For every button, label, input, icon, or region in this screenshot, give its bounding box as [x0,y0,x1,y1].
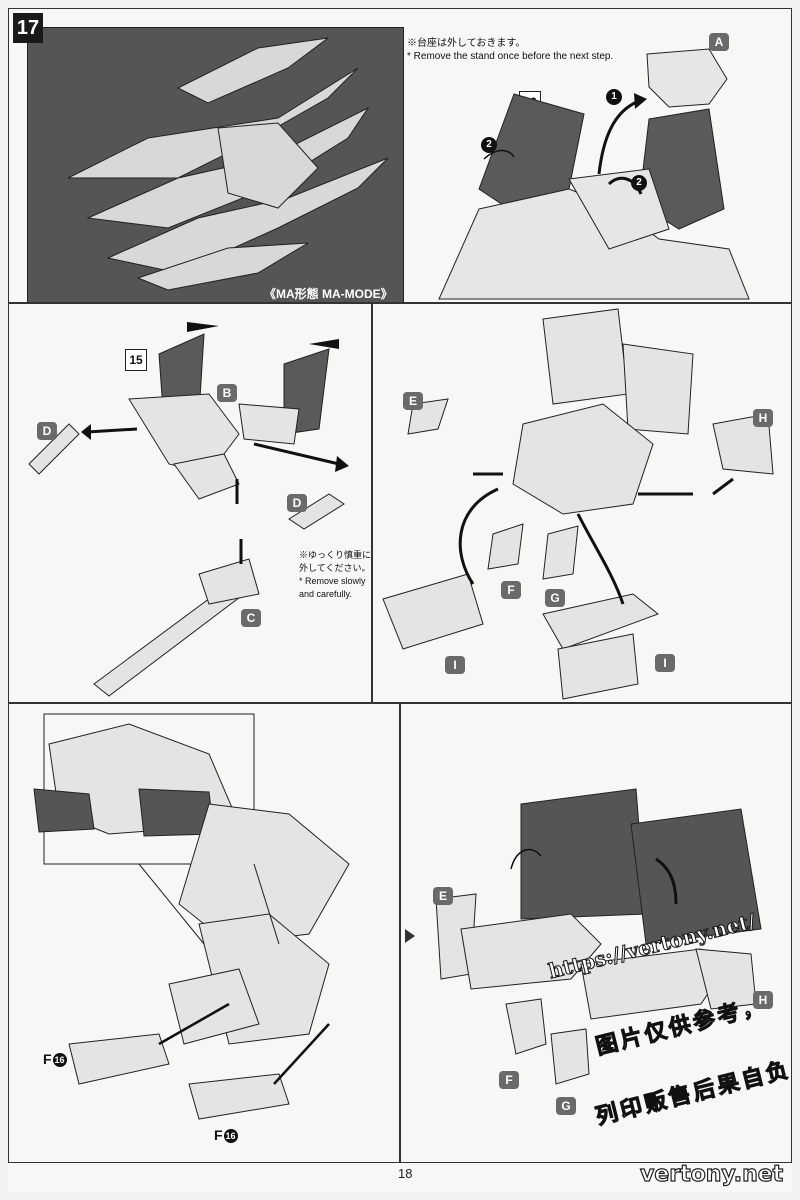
part-label-g: G [545,589,565,607]
part-label-i-left: I [445,656,465,674]
step-15-panel: 15 B D D C ※ [8,303,372,703]
part-label-a: A [709,33,729,51]
part-label-e: E [403,392,423,410]
step-number: 17 [13,13,43,43]
sequence-1: 1 [606,89,622,105]
watermark-footer: vertony.net [639,1161,784,1187]
part-label-g-assembly: G [556,1097,576,1115]
part-label-h: H [753,409,773,427]
part-label-i-right: I [655,654,675,672]
assembly-right-diagram [405,788,762,1085]
remove-slowly-note: ※ゆっくり慎重に外してください。 * Remove slowly and car… [299,549,371,601]
instruction-page: 17 《MA形態 MA-MODE》 ※台座は外しておきます。 * Remove … [8,8,792,1192]
part-label-d-left: D [37,422,57,440]
assembly-left-diagram [33,713,350,1120]
ma-mode-preview [27,27,404,302]
note-en: * Remove the stand once before the next … [407,51,614,62]
part-label-h-assembly: H [753,991,773,1009]
next-step-arrow [405,929,415,943]
part-label-e-assembly: E [433,887,453,905]
note-en: * Remove slowly and carefully. [299,576,366,599]
part-label-d-right: D [287,494,307,512]
mode-label: 《MA形態 MA-MODE》 [264,287,393,301]
stand-part [646,48,728,108]
note-jp: ※ゆっくり慎重に外してください。 [299,550,372,573]
step-17-diagram [438,48,750,300]
step-15-diagram [28,322,349,697]
disassembly-diagram [382,308,774,700]
part-label-b: B [217,384,237,402]
ma-mode-illustration [67,37,389,291]
assembly-right-panel: E H F G [400,703,792,1163]
step-17-panel: 17 《MA形態 MA-MODE》 ※台座は外しておきます。 * Remove … [8,8,792,303]
part-label-f: F [501,581,521,599]
part-label-f-assembly: F [499,1071,519,1089]
disassembly-panel: E H F G I I [372,303,792,703]
note-jp: ※台座は外しておきます。 [407,38,526,49]
sequence-2-right: 2 [631,175,647,191]
lift-arrow [597,99,640,175]
page-number: 18 [398,1166,413,1181]
sequence-2-left: 2 [481,137,497,153]
part-label-c: C [241,609,261,627]
substep-15: 15 [125,349,147,371]
remove-stand-note: ※台座は外しておきます。 * Remove the stand once bef… [407,37,613,63]
